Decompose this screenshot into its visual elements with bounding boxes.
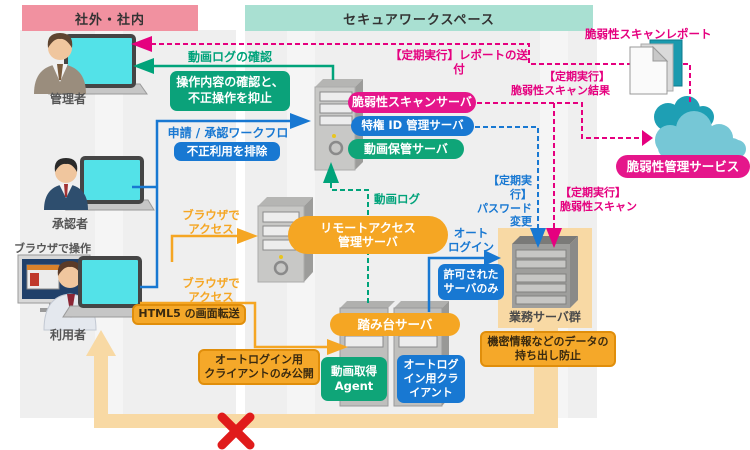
approver-label: 承認者 <box>51 217 88 231</box>
zone-header-outside-label: 社外・社内 <box>74 12 145 28</box>
zone-header-workspace-label: セキュアワークスペース <box>343 12 495 28</box>
cloud-icon <box>654 96 746 158</box>
arrowhead <box>484 250 501 266</box>
approver-laptop-icon <box>65 156 155 211</box>
arrowhead <box>530 228 546 248</box>
bastion-server-pill: 踏み台サーバ <box>330 313 460 336</box>
html5-transfer-callout: HTML5 の画面転送 <box>132 304 246 325</box>
scan-result-label: 【定期実行】 脆弱性スキャン結果 <box>511 70 610 97</box>
report-delivery-label: 【定期実行】レポートの送付 <box>390 48 528 77</box>
flow-scan-result-line <box>477 102 642 228</box>
arrowhead <box>642 130 653 146</box>
arrowhead <box>237 228 258 244</box>
video-log-label: 動画ログ <box>374 192 420 206</box>
auto-login-label: オート ログイン <box>448 226 494 255</box>
blocked-x-icon <box>217 412 255 450</box>
documents-icon <box>629 39 683 95</box>
allowed-servers-callout: 許可された サーバのみ <box>438 264 504 300</box>
data-protection-callout: 機密情報などのデータの 持ち出し防止 <box>480 331 616 367</box>
scan-report-label: 脆弱性スキャンレポート <box>585 27 712 41</box>
arrowhead <box>131 36 152 52</box>
flow-browser-access-remote-line <box>170 234 237 262</box>
admin-label: 管理者 <box>49 92 86 106</box>
autologin-client-callout: オートログ イン用クラ イアント <box>397 355 465 403</box>
flow-browser-access-bastion-line <box>140 301 327 349</box>
autologin-publish-callout: オートログイン用 クライアントのみ公開 <box>198 349 320 385</box>
remote-access-server-pill: リモートアクセス 管理サーバ <box>288 216 448 254</box>
video-agent-callout: 動画取得 Agent <box>321 357 387 401</box>
ops-check-callout: 操作内容の確認と、 不正操作を抑止 <box>170 71 290 111</box>
user-label: 利用者 <box>49 328 86 342</box>
approver-avatar <box>44 158 88 210</box>
business-servers-label: 業務サーバ群 <box>509 310 581 324</box>
browser-access-remote-label: ブラウザで アクセス <box>182 208 240 237</box>
flow-auto-login-line <box>427 256 484 312</box>
vuln-service-pill: 脆弱性管理サービス <box>616 155 750 178</box>
flow-video-log-check-line <box>154 64 335 80</box>
admin-avatar <box>34 33 86 94</box>
block-fraud-callout: 不正利用を排除 <box>174 142 280 161</box>
zone-header-outside: 社外・社内 <box>22 5 198 31</box>
arrowhead <box>323 162 339 183</box>
password-change-label: 【定期実行】 パスワード 変更 <box>477 174 532 229</box>
flow-report-delivery-line <box>152 43 691 102</box>
vuln-scan-server-pill: 脆弱性スキャンサーバ <box>348 92 476 113</box>
video-store-server-pill: 動画保管サーバ <box>348 139 464 159</box>
browser-access-bastion-label: ブラウザで アクセス <box>182 276 240 305</box>
arrowhead <box>327 339 348 355</box>
video-log-check-label: 動画ログの確認 <box>187 50 272 64</box>
flow-password-change-line <box>475 126 539 228</box>
priv-id-server-pill: 特権 ID 管理サーバ <box>351 116 474 136</box>
arrowhead <box>133 58 154 74</box>
browser-note-label: ブラウザで操作 <box>14 242 91 255</box>
vuln-scan-exec-label: 【定期実行】 脆弱性スキャン <box>560 186 637 213</box>
zone-header-workspace: セキュアワークスペース <box>245 5 593 31</box>
arrowhead <box>290 113 311 129</box>
flow-approval-workflow-line <box>132 119 290 289</box>
arrowhead <box>546 228 562 248</box>
business-rack-server-icon <box>512 236 578 308</box>
